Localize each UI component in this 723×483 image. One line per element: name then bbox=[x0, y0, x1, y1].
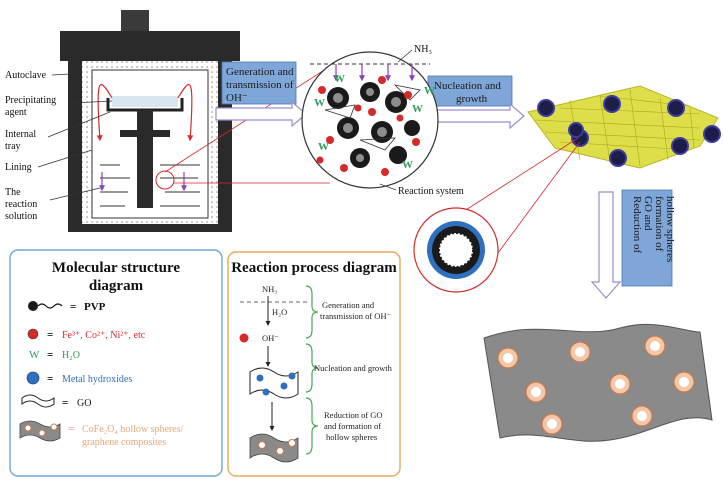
reaction-system-circle: W W W W W W bbox=[301, 51, 439, 189]
water-labels: W W W W W W bbox=[314, 73, 435, 171]
autoclave-base bbox=[68, 224, 232, 232]
svg-text:W: W bbox=[402, 159, 413, 171]
metal-ions bbox=[316, 76, 420, 176]
legend-ions: Fe³⁺, Co²⁺, Ni²⁺, etc bbox=[62, 330, 146, 341]
arrow-to-composite bbox=[590, 191, 622, 299]
autoclave-left-wall bbox=[68, 60, 82, 225]
legend-composites-2: graphene composites bbox=[82, 437, 166, 448]
hollow-spheres-on-sheet bbox=[537, 95, 721, 167]
process-title: Reaction process diagram bbox=[231, 260, 397, 276]
zoomed-hollow-sphere bbox=[413, 207, 499, 293]
legend-title-1: Molecular structure bbox=[52, 260, 181, 276]
process-step2: Nucleation and growth bbox=[314, 363, 393, 373]
generation-label-2: transmission of bbox=[226, 79, 294, 91]
generation-box: Generation and transmission of OH⁻ bbox=[221, 61, 297, 105]
svg-text:W: W bbox=[318, 141, 329, 153]
svg-text:=: = bbox=[47, 373, 53, 385]
nh3-label: NH₃ bbox=[414, 44, 432, 55]
legend-title-2: diagram bbox=[89, 278, 144, 294]
water-icon: W bbox=[29, 349, 40, 361]
precipitating-agent bbox=[112, 96, 178, 107]
process-step3-3: hollow spheres bbox=[326, 432, 377, 442]
reduction-label-1: Reduction of bbox=[631, 196, 643, 253]
go-icon bbox=[21, 394, 55, 408]
process-oh: OH⁻ bbox=[262, 333, 279, 343]
arrow-to-graphene bbox=[427, 102, 525, 130]
reduction-box: Reduction of GO and formation of hollow … bbox=[621, 189, 676, 287]
process-ion-icon bbox=[239, 333, 249, 343]
label-reaction-2: reaction bbox=[5, 199, 37, 210]
svg-text:W: W bbox=[424, 85, 435, 97]
svg-text:=: = bbox=[47, 349, 53, 361]
label-precipitating-2: agent bbox=[5, 107, 27, 118]
label-internal-2: tray bbox=[5, 141, 21, 152]
svg-text:=: = bbox=[68, 423, 74, 435]
label-reaction-1: The bbox=[5, 187, 21, 198]
reaction-system-label: Reaction system bbox=[398, 186, 464, 197]
tray-stem bbox=[137, 110, 153, 208]
vapor-arrow-right bbox=[177, 83, 194, 142]
label-autoclave: Autoclave bbox=[5, 70, 47, 81]
generation-label-1: Generation and bbox=[226, 66, 294, 78]
brace-step2 bbox=[305, 343, 319, 393]
arrow-to-reaction bbox=[215, 100, 307, 128]
svg-text:=: = bbox=[70, 301, 76, 313]
label-reaction-3: solution bbox=[5, 211, 37, 222]
process-step3-1: Reduction of GO bbox=[324, 410, 383, 420]
reduction-label-4: hollow spheres bbox=[664, 196, 676, 262]
legend-hydroxides: Metal hydroxides bbox=[62, 374, 132, 385]
legend-pvp: PVP bbox=[84, 301, 106, 313]
zoom-line-sphere-1 bbox=[457, 137, 579, 216]
svg-text:=: = bbox=[47, 329, 53, 341]
nh3-arrows bbox=[333, 64, 415, 82]
brace-step3 bbox=[305, 397, 319, 455]
process-step3-2: and formation of bbox=[324, 421, 381, 431]
molecular-structure-legend: Molecular structure diagram = PVP = Fe³⁺… bbox=[9, 249, 223, 477]
generation-label-3: OH⁻ bbox=[226, 92, 248, 104]
brace-step1 bbox=[305, 285, 319, 339]
reduction-label-2: GO and bbox=[642, 196, 654, 231]
autoclave-labels: Autoclave Precipitating agent Internal t… bbox=[5, 70, 113, 222]
reaction-process-box: Reaction process diagram NH₃ H₂O OH⁻ Gen… bbox=[227, 251, 401, 477]
nucleation-label-1: Nucleation and bbox=[434, 80, 501, 92]
ion-icon bbox=[27, 328, 39, 340]
process-nh3: NH₃ bbox=[262, 284, 277, 294]
svg-text:W: W bbox=[412, 103, 423, 115]
composite-icon bbox=[19, 420, 61, 442]
svg-text:W: W bbox=[314, 97, 325, 109]
vapor-arrow-left bbox=[96, 83, 113, 142]
svg-text:W: W bbox=[334, 73, 345, 85]
autoclave-lid bbox=[60, 31, 240, 61]
autoclave-knob bbox=[121, 10, 149, 32]
legend-go: GO bbox=[77, 398, 91, 409]
process-step1-2: transmission of OH⁻ bbox=[320, 311, 391, 321]
pvp-icon bbox=[28, 301, 38, 311]
process-h2o: H₂O bbox=[272, 307, 287, 317]
go-sheets bbox=[324, 84, 421, 151]
label-lining: Lining bbox=[5, 162, 32, 173]
zoom-source-circle bbox=[155, 170, 175, 190]
process-step1-1: Generation and bbox=[322, 300, 375, 310]
label-precipitating-1: Precipitating bbox=[5, 95, 56, 106]
svg-text:=: = bbox=[62, 397, 68, 409]
tray-crossbar bbox=[120, 130, 170, 137]
graphene-sheet-top bbox=[527, 85, 721, 169]
label-internal-1: Internal bbox=[5, 129, 36, 140]
legend-composites-1: CoFe₂O₄ hollow spheres/ bbox=[82, 424, 184, 435]
autoclave-diagram bbox=[60, 10, 240, 232]
solution-lines bbox=[100, 164, 200, 207]
hydroxide-icon bbox=[26, 371, 40, 385]
nucleation-label-2: growth bbox=[456, 93, 488, 105]
composite-sheet bbox=[483, 323, 713, 442]
nucleation-box: Nucleation and growth bbox=[427, 75, 513, 107]
reduction-label-3: formation of bbox=[653, 196, 665, 252]
legend-water: H₂O bbox=[62, 350, 80, 361]
